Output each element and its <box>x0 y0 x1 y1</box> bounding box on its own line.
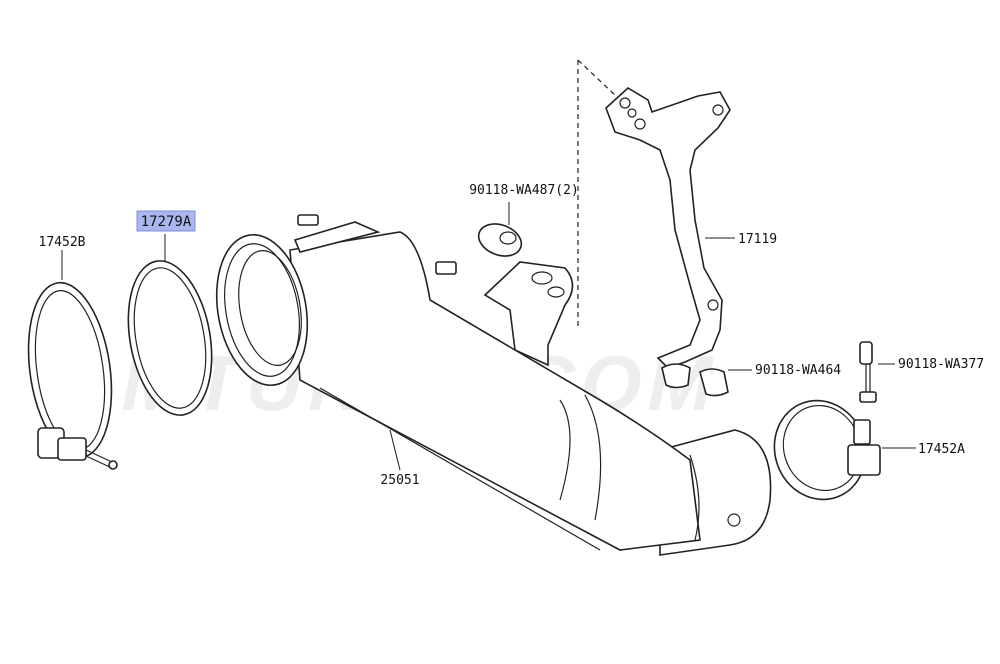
bracket-part[interactable] <box>605 87 731 369</box>
label-gasket[interactable]: 17279A <box>141 214 192 230</box>
catalytic-converter-part[interactable] <box>205 214 772 556</box>
mount-dashed-line <box>577 59 619 330</box>
bolt-top-part[interactable] <box>474 218 526 261</box>
clamp-right-part[interactable] <box>761 388 881 513</box>
label-bolt-top[interactable]: 90118-WA487(2) <box>469 183 579 198</box>
clamp-left-part[interactable] <box>18 277 122 470</box>
clip-mid-part[interactable] <box>661 363 729 397</box>
label-converter[interactable]: 25051 <box>380 473 419 488</box>
label-clamp-left[interactable]: 17452B <box>39 235 86 250</box>
label-bolt-right[interactable]: 90118-WA377 <box>898 357 984 372</box>
label-bracket[interactable]: 17119 <box>738 232 777 247</box>
label-clamp-right[interactable]: 17452A <box>918 442 965 457</box>
label-clip-mid[interactable]: 90118-WA464 <box>755 363 841 378</box>
leader-lines <box>61 202 916 471</box>
bolt-right-part[interactable] <box>859 341 877 403</box>
label-gasket-highlight <box>136 210 196 232</box>
gasket-part[interactable] <box>117 254 223 422</box>
